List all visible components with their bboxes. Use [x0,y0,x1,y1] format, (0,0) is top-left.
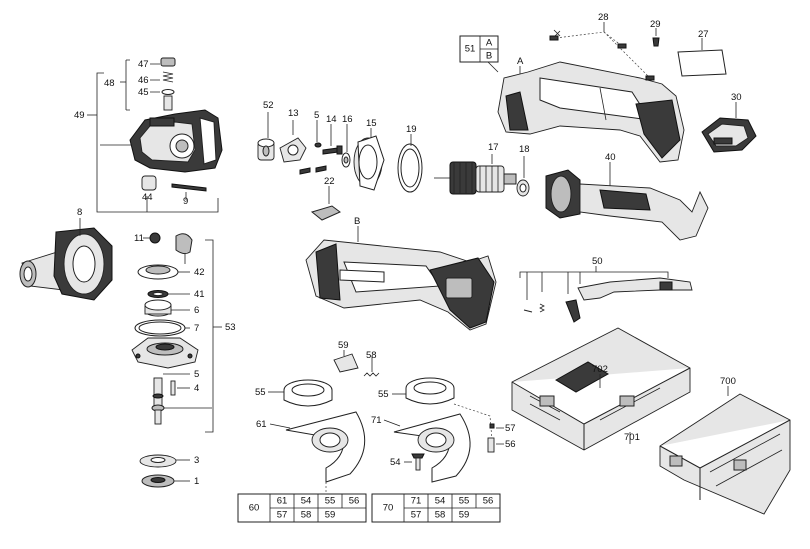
part-label: 5 [314,110,319,121]
part-label: 7 [194,323,199,334]
part-label: 15 [366,118,377,129]
part-label: 702 [592,364,608,375]
carry-cases [511,327,791,515]
gearbox-group-49 [87,57,223,213]
part-label: 57 [505,423,516,434]
part-label: B [354,216,360,227]
part-label: 46 [138,75,149,86]
housing-half-a [487,61,685,163]
switch-30 [701,102,757,153]
part-label: 14 [326,114,337,125]
table-70-cell: 71 [411,496,422,507]
rotor-17 [434,154,530,197]
box-51-b: B [486,51,492,62]
part-label: 55 [255,387,266,398]
part-label: 56 [505,439,516,450]
part-label: 1 [194,476,199,487]
part-label: 6 [194,305,199,316]
part-labels: 47 48 46 45 49 44 9 8 11 42 41 6 7 53 5 … [74,12,742,487]
part-label: 55 [378,389,389,400]
guard-assemblies [268,377,504,500]
box-51: 51 A B [459,35,499,63]
box-51-a: A [486,38,493,49]
table-60-cell: 54 [301,496,312,507]
part-label: 45 [138,87,149,98]
table-70-cell: 55 [459,496,470,507]
part-label: 52 [263,100,274,111]
part-label: 49 [74,110,85,121]
table-60-cell: 55 [325,496,336,507]
part-label: 16 [342,114,353,125]
part-label: 42 [194,267,205,278]
part-label: 59 [338,340,349,351]
part-label: 13 [288,108,299,119]
table-60-cell: 58 [301,510,312,521]
part-label: 54 [390,457,401,468]
part-label: 50 [592,256,603,267]
part-label: A [517,56,524,67]
motor-small-parts [257,112,423,221]
guard-8 [19,218,113,301]
part-label: 47 [138,59,149,70]
part-label: 17 [488,142,499,153]
table-70-cell: 58 [435,510,446,521]
screws-and-label [549,22,727,81]
spindle-group-53 [131,232,222,488]
part-label: 22 [324,176,335,187]
part-label: 701 [624,432,640,443]
part-label: 27 [698,29,709,40]
part-label: 44 [142,192,153,203]
part-label: 61 [256,419,267,430]
part-label: 18 [519,144,530,155]
part-label: 48 [104,78,115,89]
part-label: 3 [194,455,199,466]
kit-table-70: 70 71 54 55 56 57 58 59 [371,493,501,523]
stator-40 [545,162,709,241]
part-label: 28 [598,12,609,23]
table-70-cell: 57 [411,510,422,521]
part-label: 8 [77,207,82,218]
part-label: 700 [720,376,736,387]
part-label: 29 [650,19,661,30]
latch-parts [333,350,380,377]
table-70-head: 70 [383,503,394,514]
table-60-cell: 57 [277,510,288,521]
part-label: 53 [225,322,236,333]
box-51-number: 51 [465,44,476,55]
part-label: 9 [183,196,188,207]
table-70-cell: 59 [459,510,470,521]
part-label: 58 [366,350,377,361]
table-70-cell: 54 [435,496,446,507]
part-label: 19 [406,124,417,135]
table-60-cell: 59 [325,510,336,521]
table-60-head: 60 [249,503,260,514]
table-60-cell: 61 [277,496,288,507]
part-label: 11 [134,233,144,244]
housing-half-b [305,226,497,331]
table-60-cell: 56 [349,496,360,507]
table-70-cell: 56 [483,496,494,507]
part-label: 30 [731,92,742,103]
part-label: 40 [605,152,616,163]
part-label: 5 [194,369,199,380]
part-label: 4 [194,383,199,394]
part-label: 41 [194,289,205,300]
part-label: 71 [371,415,382,426]
lever-group-50 [519,266,693,323]
kit-table-60: 60 61 54 55 56 57 58 59 [237,493,367,523]
